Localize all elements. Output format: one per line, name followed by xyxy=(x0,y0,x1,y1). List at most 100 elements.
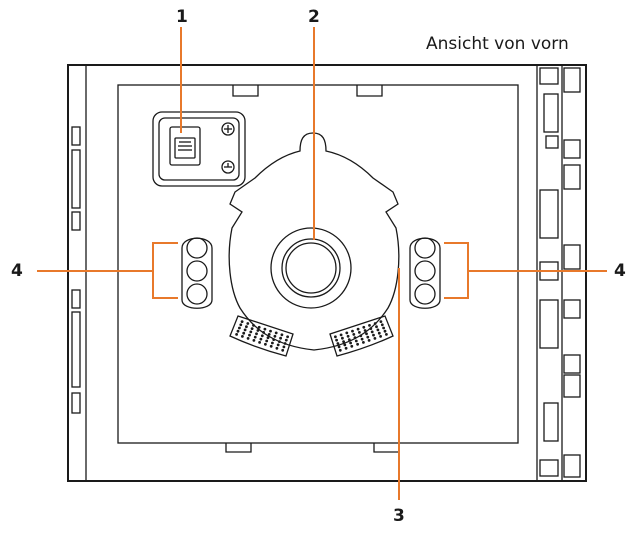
speaker-hole-left xyxy=(249,330,253,334)
speaker-hole-right xyxy=(370,330,374,334)
speaker-hole-right xyxy=(376,328,380,332)
speaker-hole-right xyxy=(362,341,365,344)
speaker-hole-right xyxy=(345,331,349,335)
speaker-hole-right xyxy=(377,331,381,335)
speaker-hole-left xyxy=(280,333,284,337)
speaker-hole-left xyxy=(284,338,288,342)
speaker-hole-left xyxy=(266,336,270,340)
speaker-hole-left xyxy=(262,331,265,334)
speaker-hole-left xyxy=(276,343,280,347)
speaker-hole-left xyxy=(278,340,281,343)
speaker-hole-left xyxy=(275,346,279,350)
speaker-hole-left xyxy=(236,329,240,333)
speaker-hole-right xyxy=(337,345,341,349)
usb-module xyxy=(152,111,246,187)
view-caption: Ansicht von vorn xyxy=(426,34,569,54)
speaker-hole-right xyxy=(365,332,368,336)
speaker-hole-right xyxy=(350,344,354,348)
speaker-hole-left xyxy=(282,345,286,349)
front-panel xyxy=(117,84,519,444)
speaker-hole-left xyxy=(264,342,267,346)
speaker-hole-left xyxy=(259,337,263,341)
speaker-hole-left xyxy=(246,322,250,325)
speaker-hole-right xyxy=(379,335,382,338)
speaker-hole-right xyxy=(372,333,375,337)
camera-lens-icon xyxy=(270,227,352,309)
speaker-hole-left xyxy=(281,348,285,352)
speaker-hole-left xyxy=(258,341,261,344)
speaker-hole-right xyxy=(343,343,347,347)
speaker-hole-left xyxy=(272,338,276,341)
speaker-hole-left xyxy=(243,328,247,332)
speaker-hole-left xyxy=(253,335,257,339)
speaker-hole-left xyxy=(265,339,269,343)
speaker-hole-left xyxy=(238,326,241,330)
speaker-hole-left xyxy=(242,331,246,335)
speaker-hole-right xyxy=(338,348,342,352)
speaker-hole-left xyxy=(267,333,271,336)
speaker-hole-right xyxy=(382,326,385,330)
callout-label-4-left: 4 xyxy=(11,261,23,281)
speaker-hole-left xyxy=(260,334,264,338)
speaker-hole-left xyxy=(245,325,248,329)
speaker-hole-right xyxy=(354,339,358,343)
speaker-hole-right xyxy=(352,333,356,336)
left-led-cluster xyxy=(181,237,213,309)
speaker-hole-left xyxy=(269,329,272,333)
speaker-hole-right xyxy=(336,342,340,345)
speaker-hole-right xyxy=(346,334,350,338)
speaker-hole-left xyxy=(241,335,244,338)
speaker-hole-right xyxy=(380,323,384,327)
callout-label-1: 1 xyxy=(176,7,188,27)
callout-bracket-left xyxy=(37,242,178,299)
speaker-hole-left xyxy=(256,329,260,332)
speaker-hole-right xyxy=(334,335,337,339)
speaker-hole-left xyxy=(263,327,267,331)
speaker-hole-right xyxy=(356,342,359,346)
speaker-hole-right xyxy=(369,327,373,330)
speaker-hole-right xyxy=(363,329,367,332)
callout-label-2: 2 xyxy=(308,7,320,27)
speaker-hole-right xyxy=(358,331,361,334)
speaker-grille-right xyxy=(329,315,394,357)
right-led-cluster xyxy=(409,237,441,309)
speaker-hole-left xyxy=(252,324,255,327)
speaker-hole-left xyxy=(283,342,287,345)
speaker-hole-right xyxy=(351,329,354,333)
speaker-hole-right xyxy=(359,334,363,338)
speaker-hole-right xyxy=(347,338,351,341)
speaker-hole-right xyxy=(335,338,338,342)
speaker-hole-left xyxy=(250,327,254,330)
callout-bracket-right xyxy=(444,242,607,299)
speaker-hole-left xyxy=(257,325,261,329)
speaker-hole-right xyxy=(366,335,370,339)
speaker-hole-right xyxy=(385,333,388,336)
speaker-hole-right xyxy=(368,324,371,327)
speaker-hole-left xyxy=(252,339,256,342)
callout-label-3: 3 xyxy=(393,506,405,526)
speaker-hole-left xyxy=(273,334,277,338)
speaker-hole-right xyxy=(360,337,364,341)
speaker-hole-left xyxy=(240,320,244,323)
speaker-hole-left xyxy=(255,332,258,336)
speaker-hole-right xyxy=(341,336,344,340)
speaker-hole-right xyxy=(375,325,378,329)
speaker-hole-left xyxy=(248,333,251,337)
housing-frame xyxy=(67,64,587,482)
speaker-hole-right xyxy=(379,320,383,323)
speaker-hole-left xyxy=(239,323,243,327)
speaker-hole-left xyxy=(246,337,250,340)
right-rail-tabs xyxy=(539,67,581,478)
speaker-hole-right xyxy=(349,341,352,345)
speaker-hole-left xyxy=(269,344,273,348)
callout-label-4-right: 4 xyxy=(614,261,626,281)
speaker-hole-right xyxy=(339,333,343,337)
speaker-hole-right xyxy=(383,329,387,333)
panel-clips xyxy=(225,85,400,453)
speaker-hole-right xyxy=(344,346,348,350)
speaker-hole-left xyxy=(271,341,274,345)
left-rail-tabs xyxy=(71,126,81,414)
speaker-hole-right xyxy=(367,339,371,342)
